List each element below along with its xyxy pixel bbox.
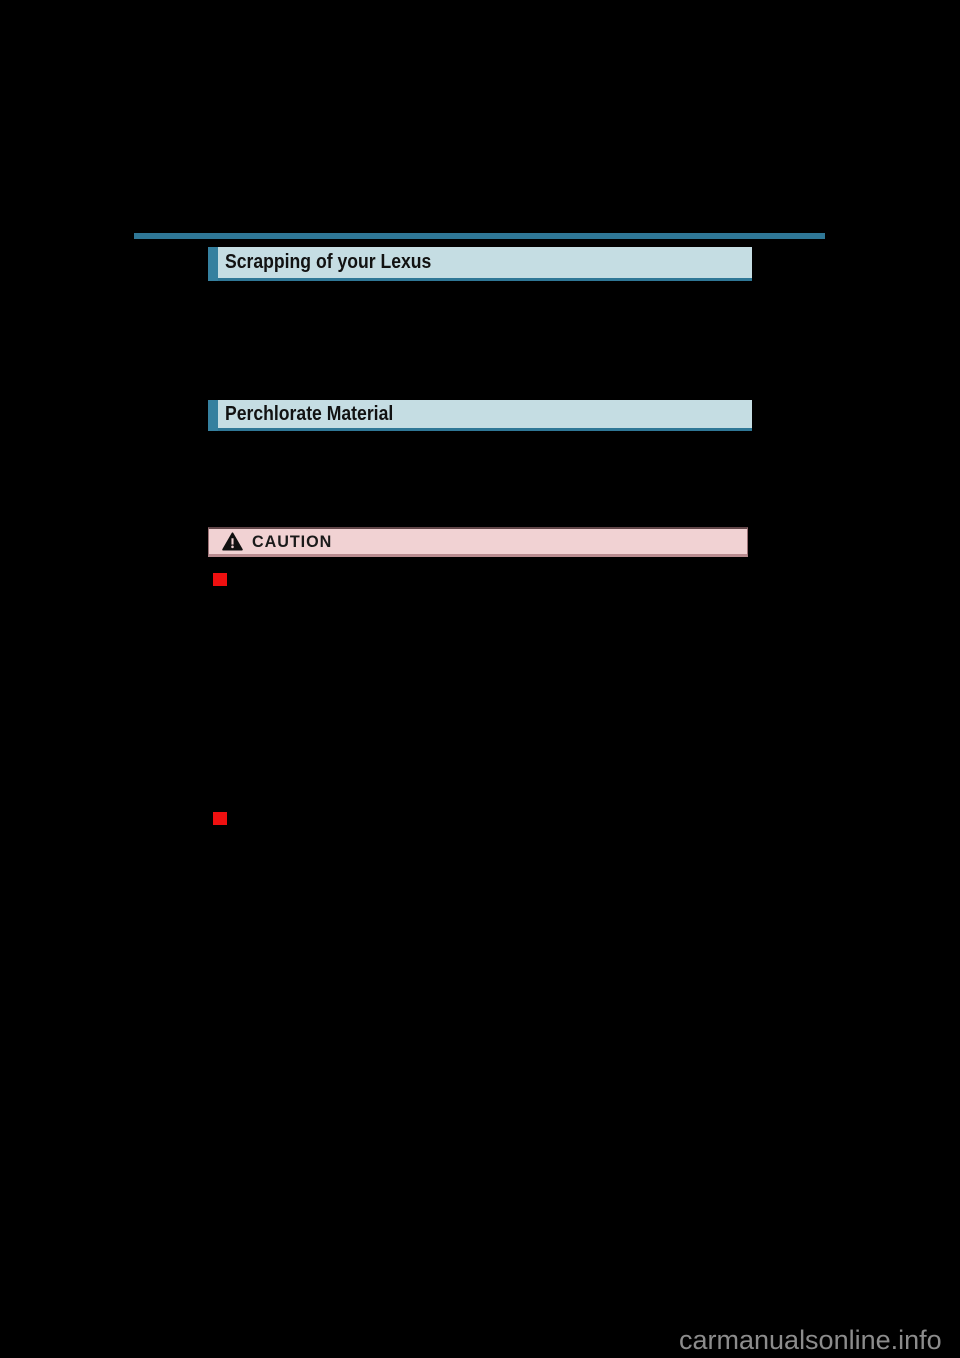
section-title: Perchlorate Material	[225, 402, 394, 425]
red-square-bullet-icon	[213, 812, 227, 825]
header-accent-bar	[208, 400, 218, 431]
section-header-perchlorate-material: Perchlorate Material	[208, 400, 752, 431]
red-square-bullet-icon	[213, 573, 227, 586]
warning-triangle-icon	[222, 532, 243, 551]
watermark-text: carmanualsonline.info	[679, 1325, 942, 1355]
header-accent-bar	[208, 247, 218, 281]
top-divider-line	[134, 233, 825, 239]
section-title: Scrapping of your Lexus	[225, 251, 432, 273]
caution-box: CAUTION	[208, 527, 748, 557]
section-header-scrapping-of-your-lexus: Scrapping of your Lexus	[208, 247, 752, 281]
caution-label: CAUTION	[252, 531, 333, 551]
